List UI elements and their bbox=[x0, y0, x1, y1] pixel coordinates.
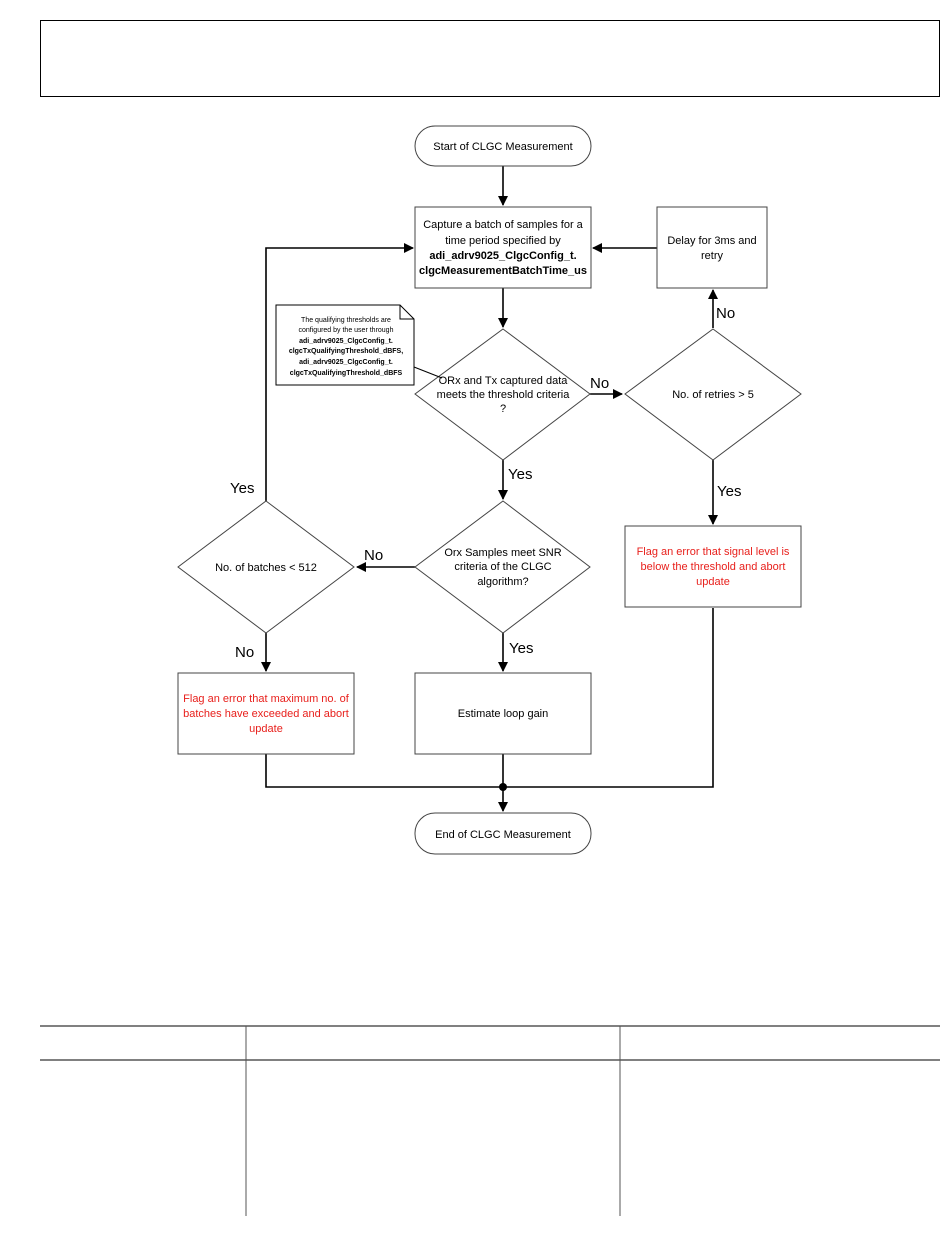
snr-decision: Orx Samples meet SNR criteria of the CLG… bbox=[414, 500, 591, 634]
threshold-decision: ORx and Tx captured data meets the thres… bbox=[414, 328, 591, 461]
snr-line-3: algorithm? bbox=[477, 576, 528, 588]
threshold-diamond bbox=[414, 328, 591, 461]
estimate-label: Estimate loop gain bbox=[458, 708, 549, 720]
capture-line-1: Capture a batch of samples for a bbox=[423, 219, 583, 231]
label-yes-snr: Yes bbox=[509, 640, 533, 657]
note-line-1: The qualifying thresholds are bbox=[301, 317, 391, 324]
note-pointer bbox=[413, 366, 443, 379]
connectors bbox=[261, 166, 718, 812]
retries-decision: No. of retries > 5 bbox=[624, 328, 802, 461]
capture-process: Capture a batch of samples for a time pe… bbox=[414, 206, 592, 289]
snr-diamond bbox=[414, 500, 591, 634]
arrow-batches-to-capture bbox=[265, 243, 414, 501]
batch-error-shape bbox=[177, 672, 355, 755]
note-shape bbox=[275, 304, 415, 386]
snr-line-2: criteria of the CLGC bbox=[454, 561, 551, 573]
batches-label: No. of batches < 512 bbox=[215, 562, 317, 574]
delay-shape bbox=[656, 206, 768, 289]
estimate-process: Estimate loop gain bbox=[414, 672, 592, 755]
retries-label: No. of retries > 5 bbox=[672, 389, 754, 401]
note-fold bbox=[399, 305, 414, 320]
label-no-snr: No bbox=[364, 547, 383, 564]
delay-line-1: Delay for 3ms and bbox=[667, 235, 756, 247]
batches-diamond bbox=[177, 500, 355, 634]
capture-line-3: adi_adrv9025_ClgcConfig_t. bbox=[429, 250, 576, 262]
merge-junction bbox=[499, 783, 507, 791]
batches-decision: No. of batches < 512 bbox=[177, 500, 355, 634]
signal-error-shape bbox=[624, 525, 802, 608]
start-shape bbox=[414, 125, 592, 167]
branch-labels: No Yes No Yes No Yes Yes No bbox=[230, 305, 741, 661]
end-label: End of CLGC Measurement bbox=[435, 829, 571, 841]
batch-error-line-1: Flag an error that maximum no. of bbox=[183, 693, 350, 705]
batch-error-line-2: batches have exceeded and abort bbox=[183, 708, 349, 720]
capture-shape bbox=[414, 206, 592, 289]
delay-process: Delay for 3ms and retry bbox=[656, 206, 768, 289]
header-box bbox=[40, 20, 940, 97]
threshold-line-2: meets the threshold criteria bbox=[437, 389, 571, 401]
signal-error-line-1: Flag an error that signal level is bbox=[637, 546, 790, 558]
threshold-line-3: ? bbox=[500, 403, 506, 415]
snr-line-1: Orx Samples meet SNR bbox=[444, 547, 561, 559]
signal-error-line-2: below the threshold and abort bbox=[641, 561, 786, 573]
capture-line-4: clgcMeasurementBatchTime_us bbox=[419, 265, 587, 277]
note-line-3: adi_adrv9025_ClgcConfig_t. bbox=[299, 338, 393, 345]
estimate-shape bbox=[414, 672, 592, 755]
end-terminal: End of CLGC Measurement bbox=[414, 812, 592, 855]
threshold-note: The qualifying thresholds are configured… bbox=[275, 304, 443, 386]
signal-error-process: Flag an error that signal level is below… bbox=[624, 525, 802, 608]
label-no-threshold: No bbox=[590, 375, 609, 392]
end-shape bbox=[414, 812, 592, 855]
label-yes-batches: Yes bbox=[230, 480, 254, 497]
threshold-line-1: ORx and Tx captured data bbox=[439, 375, 569, 387]
signal-error-line-3: update bbox=[696, 576, 730, 588]
label-yes-retries: Yes bbox=[717, 483, 741, 500]
start-label: Start of CLGC Measurement bbox=[433, 141, 572, 153]
label-yes-threshold: Yes bbox=[508, 466, 532, 483]
retries-diamond bbox=[624, 328, 802, 461]
label-no-retries: No bbox=[716, 305, 735, 322]
note-line-6: clgcTxQualifyingThreshold_dBFS bbox=[290, 370, 403, 377]
label-no-batches: No bbox=[235, 644, 254, 661]
batch-error-line-3: update bbox=[249, 723, 283, 735]
capture-line-2: time period specified by bbox=[445, 235, 561, 247]
note-line-2: configured by the user through bbox=[299, 327, 394, 334]
delay-line-2: retry bbox=[701, 250, 724, 262]
batch-error-process: Flag an error that maximum no. of batche… bbox=[177, 672, 355, 755]
merge-line bbox=[265, 608, 714, 788]
empty-table bbox=[40, 1025, 940, 1216]
note-line-4: clgcTxQualifyingThreshold_dBFS, bbox=[289, 348, 403, 355]
note-line-5: adi_adrv9025_ClgcConfig_t. bbox=[299, 359, 393, 366]
start-terminal: Start of CLGC Measurement bbox=[414, 125, 592, 167]
